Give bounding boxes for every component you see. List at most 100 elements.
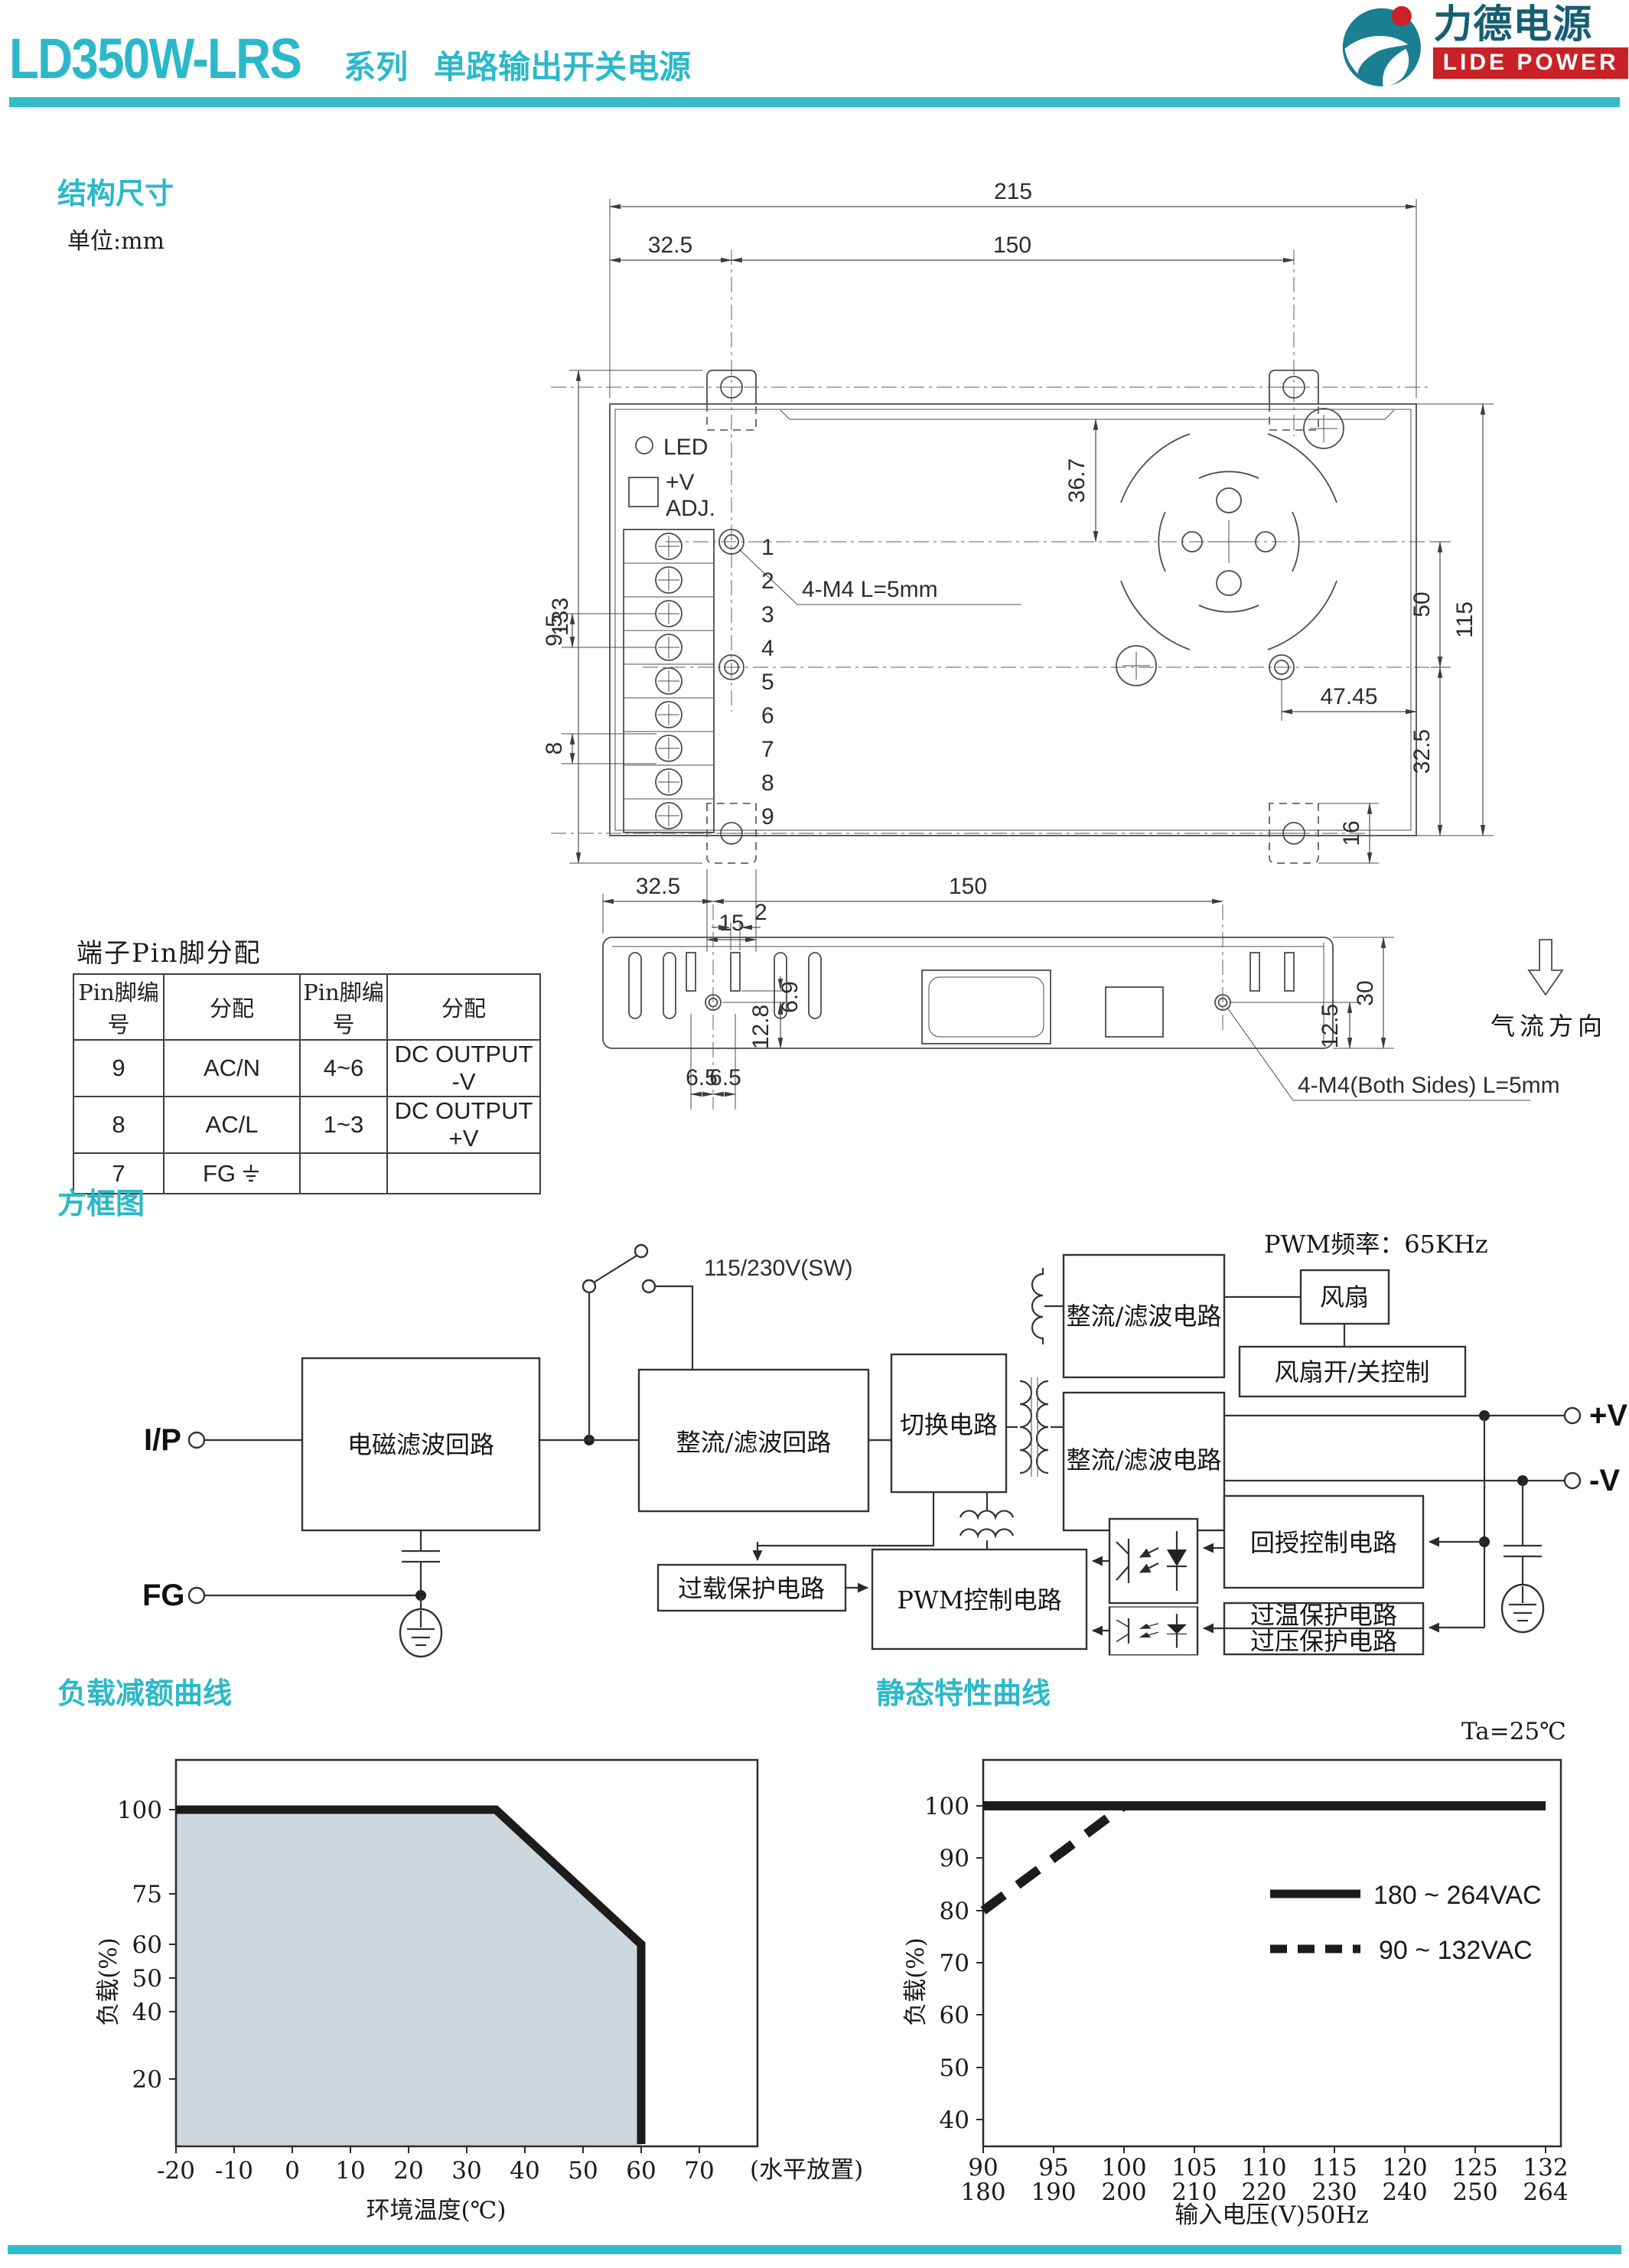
block-rectifier-in: 整流/滤波回路 — [676, 1428, 832, 1457]
cell-assign — [386, 1152, 541, 1194]
svg-text:240: 240 — [1382, 2178, 1427, 2206]
svg-text:100: 100 — [1101, 2154, 1146, 2182]
earth-ground-icon — [399, 1595, 443, 1658]
led-indicator-icon — [635, 436, 653, 455]
svg-text:95: 95 — [1038, 2154, 1068, 2182]
block-fan-control: 风扇开/关控制 — [1275, 1357, 1430, 1387]
voltage-select-switch-icon — [582, 1243, 694, 1440]
vminus-terminal-icon — [1563, 1471, 1582, 1490]
cell-assign: FG — [163, 1152, 301, 1194]
svg-text:40: 40 — [940, 2107, 969, 2134]
logo-icon — [1342, 6, 1421, 86]
svg-text:10: 10 — [335, 2157, 365, 2185]
cell-assign: DC OUTPUT -V — [386, 1039, 541, 1097]
svg-text:115: 115 — [1311, 2154, 1357, 2182]
output-capacitor-icon — [1504, 1481, 1542, 1585]
svg-text:200: 200 — [1101, 2178, 1146, 2206]
svg-text:250: 250 — [1452, 2178, 1497, 2206]
dim-hole-up: 12.5 — [1318, 1004, 1343, 1048]
block-emi-filter: 电磁滤波回路 — [347, 1430, 494, 1459]
x-axis-ticks: 90 180 95 190 100 200 105 210 110 220 11… — [960, 2146, 1569, 2206]
cover-screw-icon — [1116, 645, 1157, 686]
table-row: 8 AC/L 1~3 DC OUTPUT +V — [73, 1096, 541, 1154]
unit-label: 单位:mm — [67, 228, 165, 255]
block-rectifier-aux: 整流/滤波电路 — [1067, 1302, 1222, 1331]
cell-assign: AC/N — [163, 1039, 301, 1097]
transformer-icon — [1006, 1377, 1064, 1477]
cover-screw-icon — [1303, 408, 1344, 449]
dim-pitch-a: 9.5 — [542, 614, 567, 647]
svg-text:220: 220 — [1241, 2178, 1286, 2206]
dim-side-height: 30 — [1353, 980, 1378, 1005]
x-axis-ticks: -20 -10 0 10 20 30 40 50 60 70 — [157, 2146, 715, 2185]
adj-v-label: +V — [666, 470, 695, 495]
svg-text:230: 230 — [1311, 2178, 1357, 2206]
block-otp: 过温保护电路 — [1250, 1601, 1397, 1630]
pin-number: 7 — [761, 737, 774, 762]
pin-number: 1 — [761, 535, 774, 560]
emi-capacitor-icon — [402, 1530, 440, 1595]
adj-label: ADJ. — [666, 496, 715, 521]
series-label: 系列 — [344, 49, 409, 85]
cell-pin: 4~6 — [299, 1039, 388, 1097]
legend-solid-label: 180 ~ 264VAC — [1373, 1881, 1542, 1910]
svg-text:75: 75 — [132, 1881, 162, 1908]
svg-text:20: 20 — [132, 2066, 162, 2094]
svg-text:-20: -20 — [157, 2157, 195, 2185]
derating-chart-title: 负载减额曲线 — [57, 1678, 233, 1710]
cell-pin: 8 — [73, 1096, 165, 1154]
voltage-adjust-pot-icon — [628, 477, 659, 507]
dim-left-offset: 32.5 — [648, 233, 692, 258]
pin-number: 5 — [761, 670, 774, 695]
svg-text:105: 105 — [1171, 2154, 1217, 2182]
vminus-label: -V — [1589, 1464, 1620, 1497]
svg-text:125: 125 — [1452, 2154, 1497, 2182]
svg-text:264: 264 — [1523, 2178, 1568, 2206]
derating-area-fill — [176, 1810, 641, 2146]
svg-text:50: 50 — [568, 2157, 598, 2185]
svg-text:40: 40 — [132, 1999, 162, 2026]
fg-terminal-icon — [187, 1586, 206, 1605]
svg-text:190: 190 — [1031, 2178, 1076, 2206]
block-switching: 切换电路 — [900, 1410, 998, 1439]
derating-curve — [176, 1805, 646, 2144]
dim-pitch-b: 8 — [542, 742, 567, 755]
x-axis-label: 输入电压(V)50Hz — [1175, 2201, 1368, 2229]
footer-rule — [8, 2245, 1621, 2254]
svg-text:90: 90 — [940, 1845, 969, 1872]
pwm-frequency-label: PWM频率：65KHz — [1264, 1230, 1488, 1259]
y-axis-ticks: 100 90 80 70 60 50 40 — [924, 1793, 983, 2134]
svg-text:20: 20 — [393, 2157, 423, 2185]
earth-ground-icon — [1500, 1583, 1545, 1634]
fan-grille — [1120, 433, 1337, 650]
block-ovp: 过压保护电路 — [1250, 1627, 1397, 1656]
dim-span: 150 — [993, 233, 1031, 258]
col-header: Pin脚编号 — [73, 973, 165, 1041]
led-label: LED — [663, 435, 708, 460]
dim-hole-low: 12.8 — [748, 1005, 774, 1049]
logo-text-en: LIDE POWER — [1433, 47, 1628, 80]
svg-text:180: 180 — [960, 2178, 1005, 2206]
svg-text:210: 210 — [1171, 2178, 1217, 2206]
col-header: 分配 — [163, 973, 301, 1041]
section-block-diagram-heading: 方框图 — [57, 1188, 145, 1220]
col-header: 分配 — [386, 973, 541, 1041]
y-axis-label: 负载(%) — [902, 1937, 930, 2026]
earth-ground-icon — [243, 1164, 259, 1181]
svg-text:90: 90 — [968, 2154, 998, 2182]
svg-text:132: 132 — [1523, 2154, 1568, 2182]
dim-mid: 50 — [1409, 591, 1435, 617]
y-axis-ticks: 100 75 60 50 40 20 — [117, 1797, 176, 2094]
pin-table-heading: 端子Pin脚分配 — [77, 938, 262, 969]
block-overload: 过载保护电路 — [678, 1574, 825, 1603]
cell-assign: AC/L — [163, 1096, 301, 1154]
terminal-block: 1 2 3 4 5 6 7 8 9 — [623, 529, 774, 833]
cell-pin: 7 — [73, 1152, 165, 1194]
derating-chart: 100 75 60 50 40 20 -20 -10 0 10 20 30 40… — [95, 1758, 863, 2224]
drive-transformer-icon — [959, 1492, 1015, 1549]
cell-pin — [299, 1152, 388, 1194]
cell-assign: DC OUTPUT +V — [386, 1096, 541, 1154]
svg-text:80: 80 — [940, 1898, 969, 1925]
legend-dashed-label: 90 ~ 132VAC — [1379, 1936, 1533, 1965]
col-header: Pin脚编号 — [299, 973, 388, 1041]
